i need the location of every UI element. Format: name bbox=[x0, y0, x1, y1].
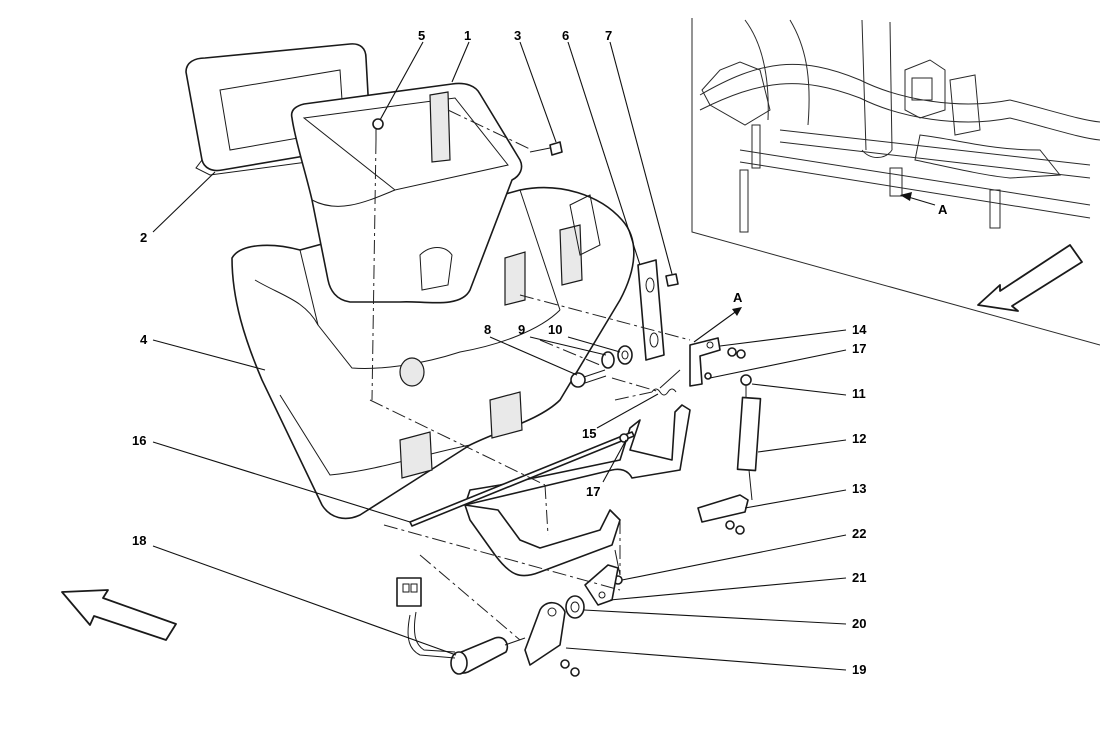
part-5-screw bbox=[372, 118, 384, 140]
callout-16: 16 bbox=[132, 433, 146, 448]
callout-2: 2 bbox=[140, 230, 147, 245]
leader-lines bbox=[152, 41, 847, 671]
part-7-screw bbox=[665, 273, 679, 287]
assembly-centerlines bbox=[369, 109, 691, 641]
main-view-arrow-a: A bbox=[693, 290, 743, 343]
callout-7: 7 bbox=[605, 28, 612, 43]
callout-4: 4 bbox=[140, 332, 148, 347]
callout-15: 15 bbox=[582, 426, 596, 441]
callout-6: 6 bbox=[562, 28, 569, 43]
callout-18: 18 bbox=[132, 533, 146, 548]
callout-21: 21 bbox=[852, 570, 866, 585]
part-15-spring bbox=[651, 369, 681, 396]
callout-17-upper: 17 bbox=[852, 341, 866, 356]
part-6-bracket bbox=[637, 259, 665, 361]
callout-9: 9 bbox=[518, 322, 525, 337]
callout-10: 10 bbox=[548, 322, 562, 337]
part-9-washer bbox=[601, 351, 615, 369]
callout-19: 19 bbox=[852, 662, 866, 677]
callout-labels: 5 1 3 6 7 2 4 8 9 10 14 17 11 12 15 17 1… bbox=[132, 28, 867, 677]
callout-20: 20 bbox=[852, 616, 866, 631]
part-1-storage-bin bbox=[290, 82, 523, 304]
callout-8: 8 bbox=[484, 322, 491, 337]
part-19-mount-plate bbox=[524, 601, 580, 677]
direction-arrow-right bbox=[977, 244, 1083, 312]
callout-17-lower: 17 bbox=[586, 484, 600, 499]
part-14-hinge-plate bbox=[689, 337, 721, 387]
part-3-screw bbox=[529, 141, 563, 156]
part-8-bolt bbox=[570, 369, 607, 388]
callout-3: 3 bbox=[514, 28, 521, 43]
part-17-nut-upper bbox=[704, 347, 746, 380]
part-10-washer bbox=[617, 345, 633, 365]
callout-13: 13 bbox=[852, 481, 866, 496]
callout-14: 14 bbox=[852, 322, 867, 337]
callout-1: 1 bbox=[464, 28, 471, 43]
callout-5: 5 bbox=[418, 28, 425, 43]
callout-12: 12 bbox=[852, 431, 866, 446]
callout-22: 22 bbox=[852, 526, 866, 541]
part-20-bushing bbox=[565, 595, 585, 619]
direction-arrow-left bbox=[61, 589, 177, 641]
inset-detail-view: A bbox=[691, 18, 1100, 346]
callout-11: 11 bbox=[852, 386, 866, 401]
inset-view-marker-a: A bbox=[938, 202, 948, 217]
main-view-marker-a: A bbox=[733, 290, 743, 305]
part-12-gas-strut bbox=[736, 374, 762, 501]
part-18-actuator-motor bbox=[396, 577, 526, 675]
part-13-lower-bracket bbox=[697, 494, 749, 535]
